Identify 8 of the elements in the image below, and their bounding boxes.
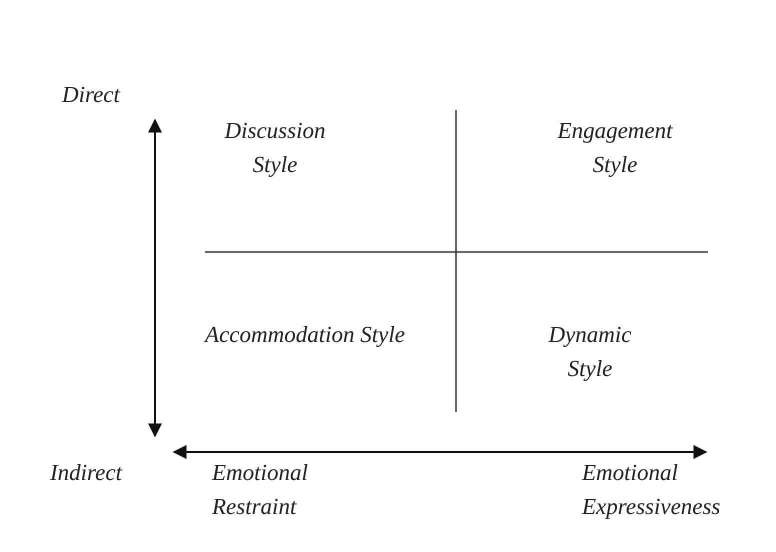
axis-label: Emotional Expressiveness bbox=[582, 459, 722, 521]
axis-label: Indirect bbox=[50, 459, 124, 487]
quadrant-label: Discussion Style bbox=[223, 117, 326, 179]
axis-label: Emotional Restraint bbox=[212, 459, 309, 521]
axis-label: Direct bbox=[62, 81, 122, 109]
quadrant-label: Dynamic Style bbox=[547, 321, 633, 383]
quadrant-label: Engagement Style bbox=[556, 117, 674, 179]
quadrant-label: Accommodation Style bbox=[205, 321, 405, 349]
